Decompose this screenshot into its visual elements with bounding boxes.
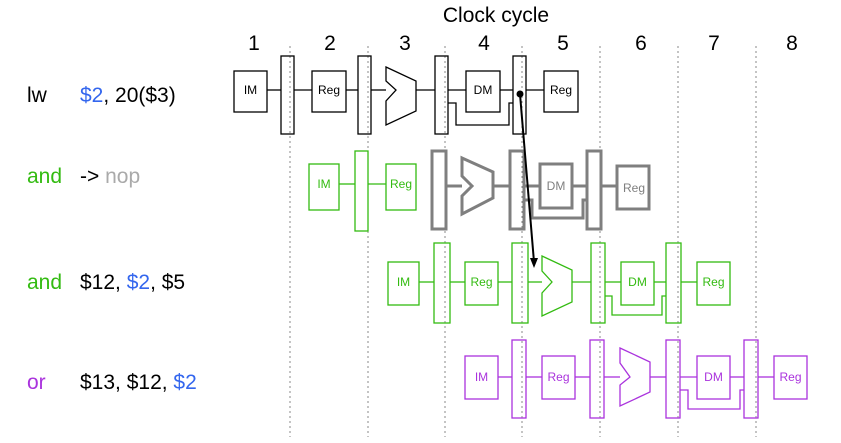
pipeline-register xyxy=(511,242,529,324)
register-file xyxy=(464,261,499,306)
pipeline-register xyxy=(433,242,451,324)
pipeline-row: IM Reg DM Reg xyxy=(464,339,808,419)
register-file-label: Reg xyxy=(470,275,492,289)
register-file-label: Reg xyxy=(547,370,569,384)
cycle-number: 6 xyxy=(635,32,647,55)
pipeline-register xyxy=(430,149,448,231)
instruction-memory-label: IM xyxy=(397,275,410,289)
alu-shape xyxy=(619,346,651,408)
writeback-register-label: Reg xyxy=(702,275,724,289)
alu-shape xyxy=(541,254,573,318)
instruction-memory xyxy=(387,261,420,306)
operand: $2 xyxy=(80,84,103,107)
alu-shape xyxy=(460,155,495,217)
instruction-label: lw $2, 20($3) xyxy=(27,84,176,107)
writeback-register-label: Reg xyxy=(550,83,572,97)
pipeline-register xyxy=(665,339,681,419)
pipeline-register xyxy=(589,339,605,419)
cycle-number: 2 xyxy=(324,32,336,55)
cycle-number: 4 xyxy=(478,32,490,55)
cycle-divider-lines xyxy=(289,46,757,437)
opcode: or xyxy=(27,371,46,394)
cycle-number: 3 xyxy=(399,32,411,55)
opcode: and xyxy=(27,271,62,294)
pipeline-register xyxy=(585,149,603,231)
data-memory-label: DM xyxy=(704,370,723,384)
writeback-register-file xyxy=(696,261,731,306)
data-memory-label: DM xyxy=(628,275,647,289)
forwarding-arrowhead xyxy=(530,258,538,268)
register-file-label: Reg xyxy=(318,83,340,97)
operand: $12, xyxy=(80,271,127,294)
cycle-number: 1 xyxy=(248,32,260,55)
bypass-wire xyxy=(680,389,744,410)
pipeline-register xyxy=(434,55,449,135)
instruction-label: or $13, $12, $2 xyxy=(27,371,197,394)
operand: $13, $12, xyxy=(80,371,173,394)
cycle-number: 8 xyxy=(786,32,798,55)
writeback-register-label: Reg xyxy=(779,370,801,384)
clock-cycle-title: Clock cycle xyxy=(443,4,549,27)
opcode: and xyxy=(27,165,62,188)
instruction-label: and $12, $2, $5 xyxy=(27,271,185,294)
instruction-memory xyxy=(233,70,268,113)
bypass-wire xyxy=(524,198,587,220)
stalled-stages: DM Reg xyxy=(430,149,651,231)
data-memory-label: DM xyxy=(474,83,493,97)
instruction-memory-label: IM xyxy=(317,177,330,191)
pipeline-register xyxy=(512,55,527,135)
bypass-wire xyxy=(448,102,513,126)
pipeline-register xyxy=(511,339,527,419)
bypass-wire xyxy=(605,295,666,316)
instruction-memory-label: IM xyxy=(475,370,488,384)
instruction-label: and -> nop xyxy=(27,165,140,188)
cycle-number-row: 1 2 3 4 5 6 7 8 xyxy=(248,32,798,55)
operand: nop xyxy=(105,165,140,188)
writeback-register-file xyxy=(543,70,579,113)
pipeline-register xyxy=(743,339,759,419)
pipeline-row: IM Reg DM Reg xyxy=(233,55,579,135)
register-file xyxy=(311,70,347,113)
pipeline-register xyxy=(590,242,606,324)
cycle-number: 7 xyxy=(708,32,720,55)
data-memory xyxy=(465,70,501,113)
alu-shape xyxy=(385,65,417,127)
instruction-memory-label: IM xyxy=(244,83,257,97)
operand: , 20($3) xyxy=(103,84,175,107)
operand: -> xyxy=(80,165,105,188)
pipeline-row-nop: IM Reg DM Reg xyxy=(308,149,651,232)
forwarding-arrow-line xyxy=(519,93,535,263)
pipeline-register xyxy=(280,55,295,135)
pipeline-register xyxy=(665,242,682,324)
data-memory xyxy=(620,261,655,306)
pipeline-row: IM Reg DM Reg xyxy=(387,242,731,324)
instruction-memory xyxy=(308,163,340,211)
operand: $2 xyxy=(127,271,150,294)
operand: $2 xyxy=(173,371,196,394)
register-file xyxy=(385,163,417,211)
writeback-register-label: Reg xyxy=(623,181,645,195)
register-file-label: Reg xyxy=(390,177,412,191)
pipeline-register xyxy=(508,149,526,231)
opcode: lw xyxy=(27,84,48,107)
forwarding-path xyxy=(516,90,538,268)
cycle-number: 5 xyxy=(557,32,569,55)
pipeline-register xyxy=(354,150,369,232)
data-memory-label: DM xyxy=(547,179,566,193)
operand: , $5 xyxy=(150,271,185,294)
pipeline-register xyxy=(357,55,372,135)
